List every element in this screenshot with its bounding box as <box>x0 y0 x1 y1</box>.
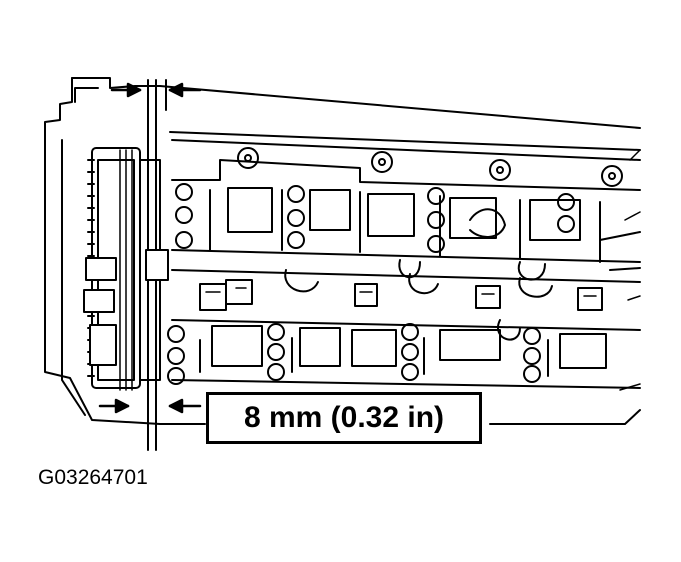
measurement-text: 8 mm (0.32 in) <box>243 401 445 434</box>
upper-camshaft-assembly <box>171 139 641 281</box>
lower-camshaft-assembly <box>167 269 641 389</box>
cylinder-head-outline <box>44 77 641 425</box>
alignment-tool-plate <box>145 79 169 451</box>
break-lines <box>619 149 641 391</box>
figure-id: G03264701 <box>38 466 148 489</box>
dimension-arrows <box>98 82 202 414</box>
measurement-callout: 8 mm (0.32 in) <box>206 392 482 444</box>
timing-sprocket <box>83 147 161 391</box>
